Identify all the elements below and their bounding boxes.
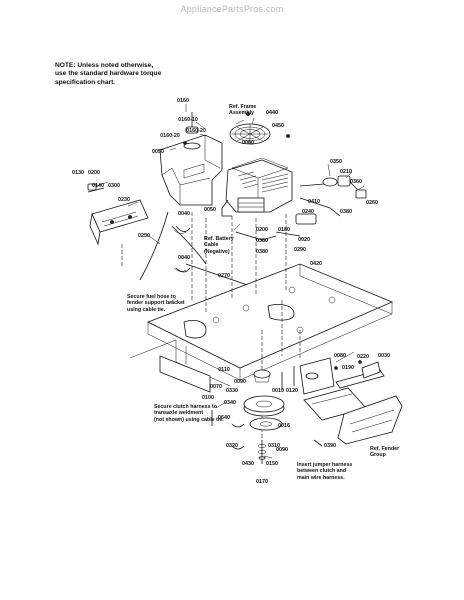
part-number-label: 0010 bbox=[272, 388, 284, 394]
leader-lines bbox=[95, 104, 365, 459]
watermark-text: AppliancePartsPros.com bbox=[180, 4, 284, 14]
part-number-label: 0380 bbox=[340, 209, 352, 215]
note-line-1: NOTE: Unless noted otherwise, bbox=[55, 62, 154, 69]
part-number-label: 0070 bbox=[210, 384, 222, 390]
part-number-label: 0090 bbox=[276, 447, 288, 453]
callout-line: fender support bracket bbox=[127, 300, 185, 307]
engine-drawing bbox=[221, 157, 293, 217]
muffler-bracket-drawing bbox=[87, 183, 149, 246]
jumper-harness-callout: Insert jumper harness between clutch and… bbox=[297, 462, 352, 481]
clutch-pulley-drawing bbox=[243, 369, 285, 464]
fender-group-callout: Ref. Fender Group bbox=[370, 446, 399, 459]
part-number-label: 0140 bbox=[92, 183, 104, 189]
fuel-pump-drawing bbox=[295, 175, 367, 225]
belt-guard-drawing bbox=[299, 357, 403, 445]
part-number-label: 0220 bbox=[357, 354, 369, 360]
part-number-label: 0410 bbox=[308, 199, 320, 205]
part-number-label: 0150 bbox=[266, 461, 278, 467]
part-number-label: 0350 bbox=[330, 159, 342, 165]
callout-line: transaxle weldment bbox=[154, 410, 204, 417]
callout-line: Cable bbox=[204, 242, 219, 249]
part-number-label: 0230 bbox=[118, 197, 130, 203]
note-line-2: use the standard hardware torque bbox=[55, 70, 162, 78]
callout-line: Group bbox=[370, 452, 386, 459]
part-number-label: 0050 bbox=[152, 149, 164, 155]
part-number-label: 0030 bbox=[378, 353, 390, 359]
callout-line: main wire harness. bbox=[297, 474, 345, 481]
clutch-harness-callout: Secure clutch harness to transaxle weldm… bbox=[154, 404, 224, 423]
part-number-label: 0420 bbox=[310, 261, 322, 267]
part-number-label: 0160-20 bbox=[160, 133, 180, 139]
part-number-label: 0190 bbox=[342, 365, 354, 371]
part-number-label: 0130 bbox=[72, 170, 84, 176]
part-number-label: 0016 bbox=[278, 423, 290, 429]
callout-line: (not shown) using cable tie. bbox=[154, 416, 224, 423]
callout-line: Secure fuel hose to bbox=[127, 294, 176, 300]
part-number-label: 0090 bbox=[234, 379, 246, 385]
part-number-label: 0200 bbox=[88, 170, 100, 176]
part-number-label: 0080 bbox=[334, 353, 346, 359]
air-filter-cover-drawing bbox=[229, 123, 271, 145]
callout-line: Ref. Fender bbox=[370, 446, 400, 452]
fuel-tank-drawing bbox=[159, 112, 223, 206]
frame-assembly-callout: Ref. Frame Assembly bbox=[229, 104, 256, 117]
battery-cable-callout: Ref. Battery Cable (Negative) bbox=[204, 236, 234, 255]
part-number-label: 0380 bbox=[256, 238, 268, 244]
fuel-hose-callout: Secure fuel hose to fender support brack… bbox=[127, 294, 185, 313]
note-line-3: specification chart. bbox=[55, 78, 116, 86]
part-number-label: 0310 bbox=[268, 443, 280, 449]
callout-line: Ref. Frame bbox=[229, 104, 257, 110]
callout-line: using cable tie. bbox=[127, 306, 166, 313]
part-number-label: 0300 bbox=[108, 183, 120, 189]
part-number-label: 0330 bbox=[226, 388, 238, 394]
callout-line: between clutch and bbox=[297, 468, 347, 475]
part-number-label: 0380 bbox=[256, 249, 268, 255]
part-number-label: 0250 bbox=[138, 233, 150, 239]
part-number-label: 0270 bbox=[218, 273, 230, 279]
callout-line: Ref. Battery bbox=[204, 236, 234, 242]
part-number-label: 0290 bbox=[294, 247, 306, 253]
callout-line: Secure clutch harness to bbox=[154, 404, 217, 410]
part-number-label: 0040 bbox=[178, 211, 190, 217]
part-number-label: 0060 bbox=[242, 140, 254, 146]
part-number-label: 0430 bbox=[242, 461, 254, 467]
part-number-label: 0180 bbox=[278, 227, 290, 233]
callout-line: Assembly bbox=[229, 110, 255, 117]
part-number-label: 0110 bbox=[218, 367, 230, 373]
part-number-label: 0210 bbox=[340, 169, 352, 175]
part-number-label: 0120 bbox=[286, 388, 298, 394]
part-number-label: 0050 bbox=[204, 207, 216, 213]
part-number-label: 0040 bbox=[178, 255, 190, 261]
part-number-label: 0160 bbox=[177, 98, 189, 104]
part-number-label: 0240 bbox=[302, 209, 314, 215]
part-number-label: 0440 bbox=[266, 110, 278, 116]
torque-note: NOTE: Unless noted otherwise, use the st… bbox=[55, 62, 285, 87]
part-number-label: 0340 bbox=[224, 400, 236, 406]
callout-line: (Negative) bbox=[204, 248, 230, 255]
part-number-label: 0020 bbox=[298, 237, 310, 243]
part-number-label: 0160-10 bbox=[178, 117, 198, 123]
part-number-label: 0170 bbox=[256, 479, 268, 485]
part-number-label: 0450 bbox=[272, 123, 284, 129]
part-number-label: 0260 bbox=[366, 200, 378, 206]
tractor-frame-drawing bbox=[129, 263, 394, 393]
part-number-label: 0100 bbox=[202, 395, 214, 401]
part-number-label: 0640 bbox=[218, 415, 230, 421]
part-number-label: 0320 bbox=[226, 443, 238, 449]
part-number-label: 0390 bbox=[324, 443, 336, 449]
fuel-hose-drawing bbox=[139, 211, 301, 291]
hardware-drawing bbox=[175, 112, 323, 450]
part-number-label: 0160-20 bbox=[186, 128, 206, 134]
part-number-label: 0200 bbox=[256, 227, 268, 233]
callout-line: Insert jumper harness bbox=[297, 462, 353, 468]
part-number-label: 0360 bbox=[350, 179, 362, 185]
